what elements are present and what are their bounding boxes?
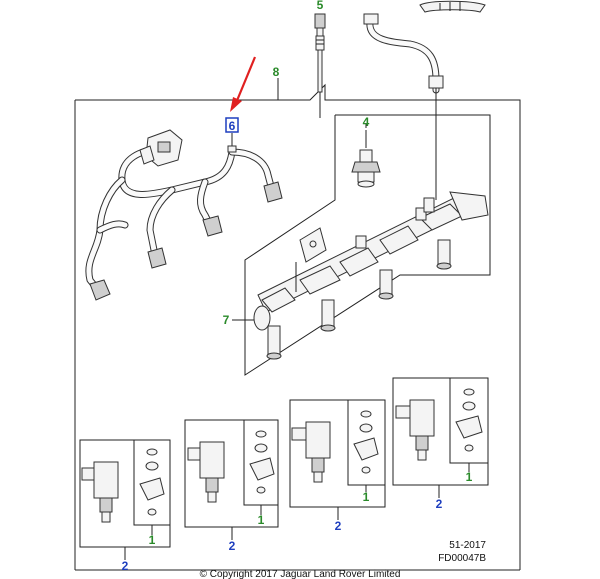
wiring-harness[interactable] <box>85 129 283 301</box>
callout-injector-a[interactable]: 2 <box>122 559 129 573</box>
callout-harness-connector-box <box>225 117 239 133</box>
fuel-pressure-sensor[interactable] <box>351 130 381 188</box>
callout-injector-c[interactable]: 2 <box>335 519 342 533</box>
injector-group-c[interactable] <box>289 399 386 508</box>
callout-injector-a-kit[interactable]: 1 <box>149 533 156 547</box>
fuel-feed-pipe[interactable] <box>363 0 486 200</box>
copyright-notice: © Copyright 2017 Jaguar Land Rover Limit… <box>200 569 401 579</box>
injector-group-a[interactable] <box>79 439 171 548</box>
footer: 51-2017 FD00047B © Copyright 2017 Jaguar… <box>200 540 487 579</box>
highlight-arrow <box>230 56 257 112</box>
callout-injector-c-kit[interactable]: 1 <box>363 490 370 504</box>
callout-harness-connector[interactable]: 6 <box>229 119 236 133</box>
injector-group-d[interactable] <box>392 377 489 486</box>
callout-top-bolt[interactable]: 5 <box>317 0 324 12</box>
date-code: 51-2017 <box>449 540 486 551</box>
callout-harness-assembly[interactable]: 8 <box>273 65 280 79</box>
callout-labels: 5 8 6 4 7 2 1 2 1 2 1 2 1 <box>122 0 473 573</box>
callout-injector-d-kit[interactable]: 1 <box>466 470 473 484</box>
assembly-frame <box>74 83 521 571</box>
callout-sensor[interactable]: 4 <box>363 115 370 129</box>
callout-injector-d[interactable]: 2 <box>436 497 443 511</box>
callout-injector-b[interactable]: 2 <box>229 539 236 553</box>
injector-group-b[interactable] <box>184 419 279 528</box>
mounting-bolt[interactable] <box>314 13 326 118</box>
fuel-rail[interactable] <box>253 191 489 360</box>
figure-id: FD00047B <box>438 553 486 564</box>
callout-fuel-rail[interactable]: 7 <box>223 313 230 327</box>
leader-lines <box>124 78 470 560</box>
callout-injector-b-kit[interactable]: 1 <box>258 513 265 527</box>
